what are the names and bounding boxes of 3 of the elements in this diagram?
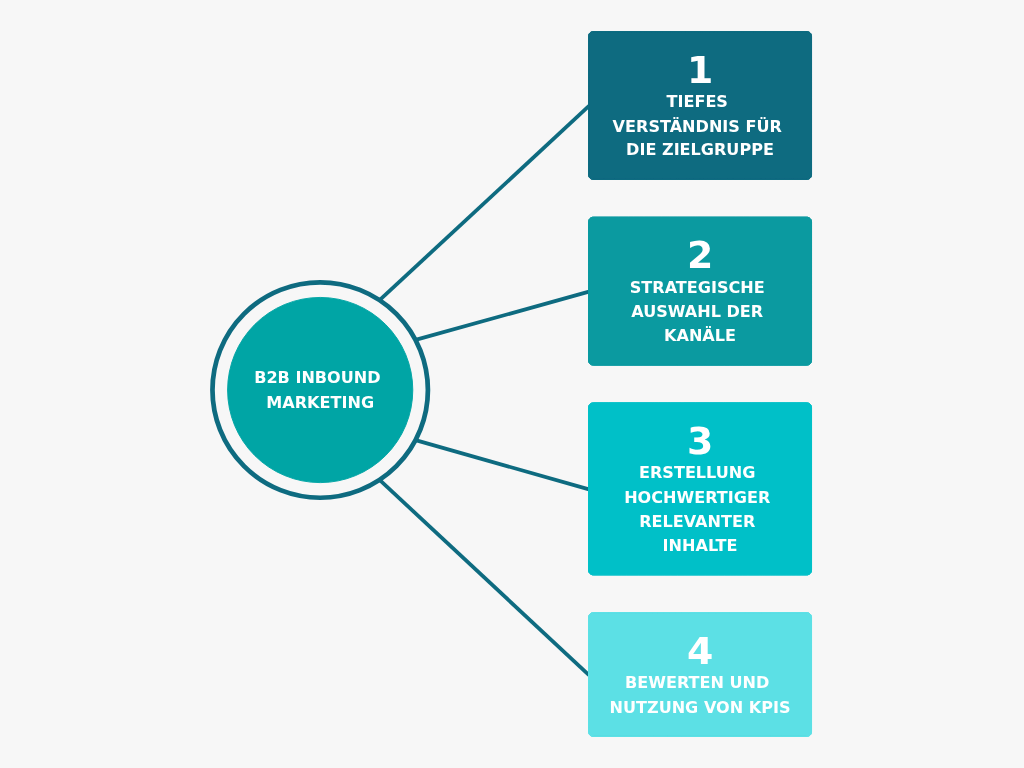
connector bbox=[415, 438, 590, 492]
node-circle: B2B INBOUND MARKETING bbox=[210, 279, 431, 501]
connector bbox=[415, 289, 590, 342]
